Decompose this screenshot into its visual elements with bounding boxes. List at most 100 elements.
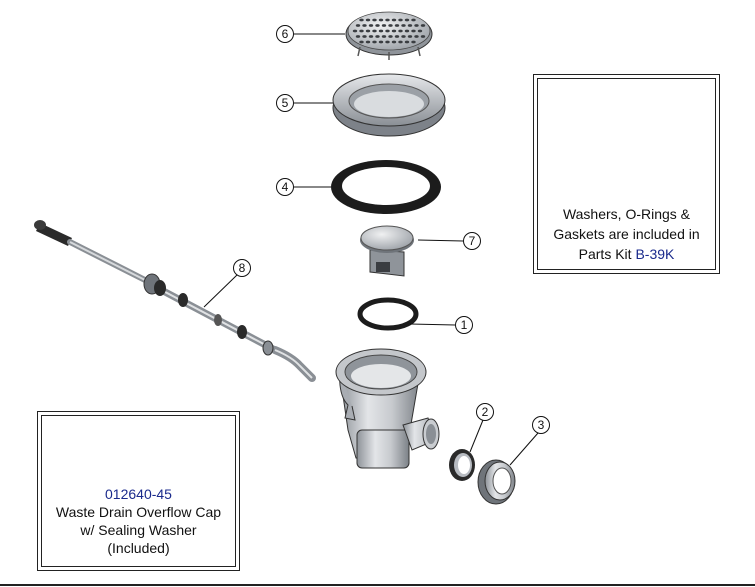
- strainer-hole: [359, 29, 364, 33]
- strainer-hole: [391, 18, 397, 22]
- strainer-hole: [401, 35, 406, 38]
- parts-kit-line3-prefix: Parts Kit: [578, 246, 636, 262]
- strainer-hole: [401, 24, 406, 27]
- bottom-border-line: [0, 584, 755, 586]
- strainer-hole: [420, 24, 426, 27]
- callout-circle: [233, 259, 251, 277]
- parts-kit-code: B-39K: [635, 246, 675, 262]
- coupling-nut: [477, 459, 516, 505]
- strainer-hole: [407, 24, 413, 27]
- strainer-hole: [368, 35, 374, 38]
- callout-circle: [532, 416, 550, 434]
- o-ring: [357, 297, 419, 331]
- parts-kit-line3: Parts Kit B-39K: [534, 244, 719, 264]
- overflow-cap-line2: w/ Sealing Washer: [80, 522, 197, 538]
- strainer-hole: [414, 35, 419, 38]
- strainer-plate: [345, 11, 433, 60]
- strainer-hole: [375, 35, 380, 38]
- strainer-hole: [398, 40, 403, 44]
- strainer-hole: [385, 40, 390, 44]
- overflow-cap-box-inner-border: [41, 415, 236, 567]
- strainer-hole: [352, 29, 358, 33]
- strainer-hole: [404, 40, 410, 44]
- strainer-hole: [385, 18, 390, 22]
- callout-circle: [276, 178, 294, 196]
- callout-2: 2: [476, 403, 494, 421]
- leader-lines: [203, 33, 539, 466]
- strainer-hole: [368, 24, 374, 27]
- strainer-hole: [372, 40, 377, 44]
- strainer-hole: [378, 40, 384, 44]
- callout-number: 8: [239, 261, 246, 275]
- strainer-hole: [411, 18, 416, 22]
- parts-kit-box: Washers, O-Rings & Gaskets are included …: [533, 74, 720, 274]
- strainer-hole: [398, 29, 403, 33]
- callout-number: 3: [538, 418, 545, 432]
- callout-circle: [463, 232, 481, 250]
- callout-circle: [455, 316, 473, 334]
- callout-4: 4: [276, 178, 294, 196]
- strainer-hole: [359, 18, 364, 22]
- strainer-hole: [420, 35, 426, 38]
- parts-kit-caption: Washers, O-Rings & Gaskets are included …: [534, 204, 719, 264]
- strainer-hole: [394, 24, 400, 27]
- drain-stopper: [360, 225, 414, 277]
- strainer-hole: [362, 24, 367, 27]
- strainer-hole: [391, 40, 397, 44]
- parts-kit-line1: Washers, O-Rings &: [562, 206, 691, 222]
- strainer-hole: [388, 24, 393, 27]
- overflow-cap-caption: 012640-45 Waste Drain Overflow Cap w/ Se…: [38, 485, 239, 557]
- strainer-hole: [381, 35, 387, 38]
- callout-number: 7: [469, 234, 476, 248]
- callout-3: 3: [532, 416, 550, 434]
- side-washer: [449, 449, 475, 481]
- callout-circle: [476, 403, 494, 421]
- callout-markers: 1 2 3 4 5 6 7 8: [233, 25, 550, 434]
- strainer-hole: [372, 29, 377, 33]
- strainer-hole: [381, 24, 387, 27]
- callout-7: 7: [463, 232, 481, 250]
- callout-6: 6: [276, 25, 294, 43]
- drain-flange: [332, 73, 446, 137]
- strainer-hole: [365, 29, 371, 33]
- overflow-cap-part-code: 012640-45: [105, 486, 172, 502]
- strainer-hole: [411, 29, 416, 33]
- strainer-hole: [407, 35, 413, 38]
- strainer-hole: [388, 35, 393, 38]
- callout-number: 5: [282, 96, 289, 110]
- overflow-cap-line3: (Included): [107, 540, 170, 556]
- overflow-cap-box: 012640-45 Waste Drain Overflow Cap w/ Se…: [37, 411, 240, 571]
- strainer-hole: [417, 29, 423, 33]
- parts-kit-box-inner-border: [537, 78, 716, 270]
- callout-1: 1: [455, 316, 473, 334]
- strainer-hole: [372, 18, 377, 22]
- strainer-hole: [394, 35, 400, 38]
- strainer-hole: [365, 40, 371, 44]
- strainer-hole: [365, 18, 371, 22]
- overflow-cap-line1: Waste Drain Overflow Cap: [55, 504, 222, 520]
- strainer-hole: [355, 35, 361, 38]
- callout-number: 4: [282, 180, 289, 194]
- strainer-hole: [355, 24, 361, 27]
- callout-number: 6: [282, 27, 289, 41]
- drain-body: [335, 348, 440, 469]
- strainer-hole: [414, 24, 419, 27]
- callout-circle: [276, 25, 294, 43]
- strainer-hole: [362, 35, 367, 38]
- callout-8: 8: [233, 259, 251, 277]
- strainer-hole: [378, 29, 384, 33]
- strainer-hole: [359, 40, 364, 44]
- flange-gasket: [331, 160, 441, 214]
- strainer-hole: [385, 29, 390, 33]
- strainer-hole: [398, 18, 403, 22]
- parts-kit-line2: Gaskets are included in: [553, 226, 700, 242]
- strainer-hole: [404, 29, 410, 33]
- strainer-hole: [411, 40, 416, 44]
- lever-handle-assembly: [34, 220, 316, 382]
- strainer-hole: [378, 18, 384, 22]
- callout-circle: [276, 94, 294, 112]
- callout-number: 2: [482, 405, 489, 419]
- strainer-hole: [391, 29, 397, 33]
- callout-5: 5: [276, 94, 294, 112]
- strainer-hole: [375, 24, 380, 27]
